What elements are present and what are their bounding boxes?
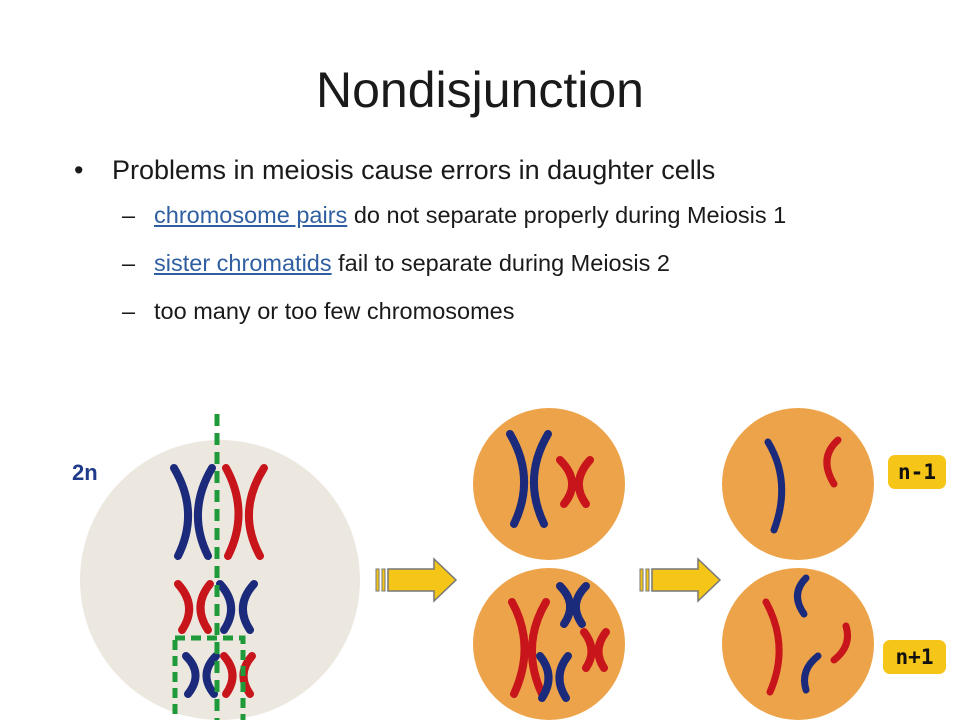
sub-bullet-text: fail to separate during Meiosis 2 — [331, 250, 670, 276]
chromosome-small-red — [580, 628, 610, 672]
chromosome-large-blue — [170, 464, 216, 560]
page-title: Nondisjunction — [316, 62, 644, 118]
main-bullet-text: Problems in meiosis cause errors in daug… — [112, 155, 716, 185]
nondisjunction-highlight — [172, 635, 246, 720]
sub-bullet-2: – sister chromatids fail to separate dur… — [74, 246, 954, 280]
chromosome-mid-red — [174, 580, 214, 634]
chromosome-large-blue — [506, 430, 552, 528]
chromatid-red-large — [762, 598, 783, 696]
right-arrow-icon — [639, 557, 722, 603]
chromatid-red-small — [830, 622, 851, 664]
sub-bullet-3: – too many or too few chromosomes — [74, 294, 954, 328]
sub-bullet-1: – chromosome pairs do not separate prope… — [74, 198, 954, 232]
parent-cell — [80, 440, 360, 720]
chromosome-small-blue — [536, 652, 572, 702]
meiosis2-cell-bottom — [722, 568, 874, 720]
main-bullet: • Problems in meiosis cause errors in da… — [74, 150, 954, 190]
result-label-n-minus-1: n-1 — [888, 455, 946, 489]
parent-ploidy-label: 2n — [72, 460, 98, 485]
bullet-dot: • — [74, 155, 84, 185]
chromatid-blue-mid — [794, 574, 810, 618]
chromatid-red-mid — [823, 436, 842, 488]
chromosome-pairs-link[interactable]: chromosome pairs — [154, 202, 348, 228]
chromosome-large-red — [508, 598, 550, 698]
chromosome-mid-blue — [216, 580, 258, 634]
chromosome-small-blue — [182, 652, 220, 698]
bullet-dash: – — [122, 202, 136, 228]
sub-bullet-text: too many or too few chromosomes — [154, 298, 515, 324]
right-arrow-icon — [375, 557, 458, 603]
chromosome-mid-red — [556, 456, 594, 508]
chromatid-blue-large — [764, 438, 786, 534]
sister-chromatids-link[interactable]: sister chromatids — [154, 250, 332, 276]
result-label-n-plus-1: n+1 — [883, 640, 946, 674]
bullet-dash: – — [122, 250, 136, 276]
chromatid-blue-small — [801, 652, 822, 694]
bullet-list: • Problems in meiosis cause errors in da… — [74, 150, 954, 342]
meiosis2-cell-top — [722, 408, 874, 560]
bullet-dash: – — [122, 298, 136, 324]
sub-bullet-text: do not separate properly during Meiosis … — [347, 202, 787, 228]
chromosome-mid-blue — [556, 582, 590, 628]
chromosome-large-red — [222, 464, 268, 560]
